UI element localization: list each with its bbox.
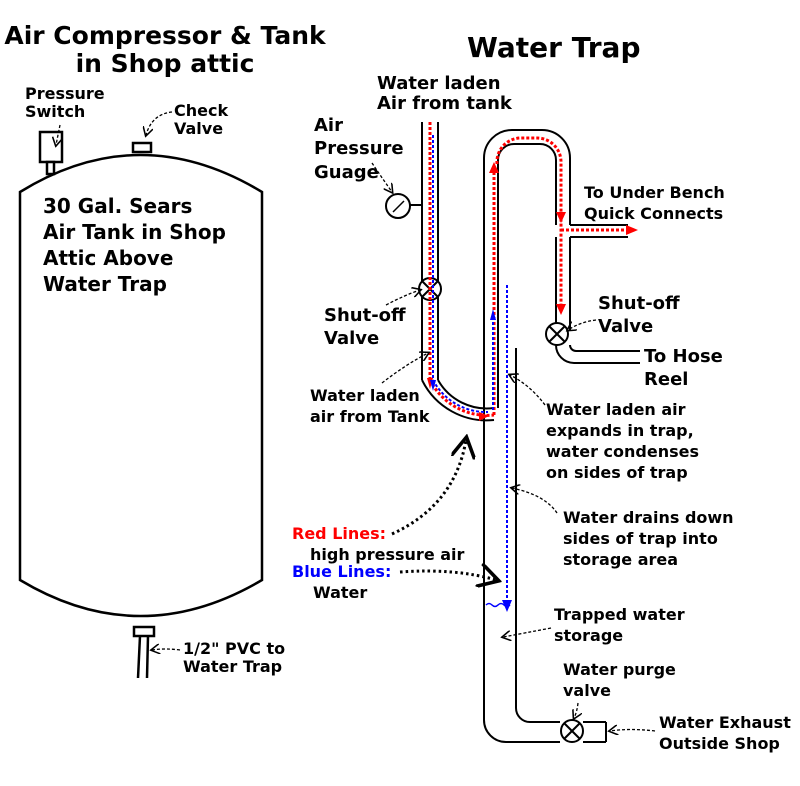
legend-blue-desc: Water	[313, 582, 368, 602]
expands-line-3: water condenses	[546, 442, 699, 462]
to-hose-reel-label: To Hose Reel	[644, 345, 723, 392]
purge-label: Water purge valve	[563, 659, 676, 701]
to-under-bench-line-1: To Under Bench	[584, 183, 725, 202]
check-valve-line-1: Check	[174, 101, 229, 120]
shutoff-right-label: Shut-off Valve	[598, 292, 680, 339]
check-valve	[131, 141, 153, 154]
purge-line-1: Water purge	[563, 660, 676, 679]
left-title-line-2: in Shop attic	[75, 49, 255, 79]
purge-line-2: valve	[563, 681, 611, 701]
tank-label-line-4: Water Trap	[43, 272, 167, 296]
left-title-line-1: Air Compressor & Tank	[4, 21, 326, 50]
exhaust-label: Water Exhaust Outside Shop	[659, 712, 791, 754]
pressure-switch	[38, 130, 64, 176]
red-air-flow	[428, 122, 628, 417]
trapped-line-1: Trapped water	[554, 605, 685, 624]
pressure-gauge	[385, 193, 411, 219]
drains-line-2: sides of trap into	[563, 529, 718, 549]
water-laden-top-line-2: Air from tank	[377, 93, 512, 115]
exhaust-line-1: Water Exhaust	[659, 713, 791, 732]
expands-line-4: on sides of trap	[546, 463, 688, 483]
drains-line-3: storage area	[563, 550, 679, 570]
trapped-line-2: storage	[554, 626, 624, 646]
left-title: Air Compressor & Tank in Shop attic	[0, 21, 330, 79]
inlet-pipe	[410, 122, 495, 422]
water-laden-bottom-line-2: air from Tank	[310, 406, 430, 426]
tank-label: 30 Gal. Sears Air Tank in Shop Attic Abo…	[43, 193, 226, 297]
pressure-switch-line-1: Pressure	[25, 84, 105, 103]
drains-label: Water drains down sides of trap into sto…	[563, 507, 734, 570]
right-title: Water Trap	[467, 31, 641, 64]
to-hose-reel-line-1: To Hose	[644, 346, 723, 367]
legend-red-desc: high pressure air	[310, 544, 465, 564]
to-under-bench-line-2: Quick Connects	[584, 203, 724, 223]
pvc-line-1: 1/2" PVC to	[183, 639, 286, 658]
tank-label-line-2: Air Tank in Shop	[43, 220, 226, 244]
legend-leaders	[391, 440, 496, 580]
legend-blue: Blue Lines: Water	[292, 562, 391, 604]
water-laden-bottom-label: Water laden air from Tank	[310, 386, 430, 428]
blue-arrowheads	[430, 309, 512, 612]
pvc-line-2: Water Trap	[183, 657, 283, 677]
water-laden-top-line-1: Water laden	[377, 73, 501, 94]
water-laden-top-label: Water laden Air from tank	[377, 73, 512, 115]
pvc-label: 1/2" PVC to Water Trap	[183, 639, 286, 677]
legend-blue-title: Blue Lines:	[292, 562, 392, 581]
gauge-label-line-1: Air	[314, 115, 343, 136]
gauge-label-line-2: Pressure	[314, 138, 404, 160]
pressure-switch-label: Pressure Switch	[25, 84, 105, 122]
red-arrowheads	[427, 162, 638, 421]
to-under-bench-label: To Under Bench Quick Connects	[584, 183, 725, 225]
water-laden-bottom-line-1: Water laden	[310, 386, 420, 405]
expands-line-2: expands in trap,	[546, 421, 694, 441]
purge-valve[interactable]	[560, 719, 584, 743]
gauge-label-line-3: Guage	[314, 161, 379, 183]
legend-red: Red Lines: high pressure air	[292, 524, 464, 566]
expands-label: Water laden air expands in trap, water c…	[546, 399, 699, 483]
tank-label-line-1: 30 Gal. Sears	[43, 194, 193, 218]
shutoff-left-line-2: Valve	[324, 328, 380, 350]
water-level-line	[485, 602, 511, 608]
drains-line-1: Water drains down	[563, 508, 734, 527]
to-hose-reel-line-2: Reel	[644, 369, 689, 391]
shutoff-left-label: Shut-off Valve	[324, 304, 406, 351]
shutoff-left-line-1: Shut-off	[324, 305, 406, 326]
trapped-label: Trapped water storage	[554, 604, 685, 646]
check-valve-label: Check Valve	[174, 101, 229, 139]
air-pressure-gauge-label: Air Pressure Guage	[314, 114, 404, 184]
exhaust-line-2: Outside Shop	[659, 734, 780, 754]
air-tank	[18, 153, 264, 618]
shutoff-right-line-2: Valve	[598, 316, 654, 338]
pressure-switch-line-2: Switch	[25, 102, 86, 122]
tank-label-line-3: Attic Above	[43, 246, 174, 270]
tank-outlet-pipe	[132, 625, 156, 679]
check-valve-line-2: Valve	[174, 119, 224, 139]
leader-lines	[56, 111, 656, 731]
legend-red-title: Red Lines:	[292, 524, 387, 543]
blue-water-flow	[432, 135, 508, 600]
shutoff-valve-right[interactable]	[545, 322, 569, 346]
shutoff-right-line-1: Shut-off	[598, 293, 680, 314]
expands-line-1: Water laden air	[546, 400, 686, 419]
